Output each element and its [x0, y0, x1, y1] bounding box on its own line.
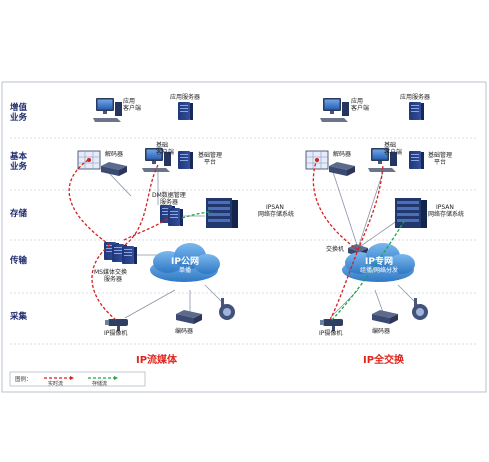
- right-cloud-icon: [342, 243, 415, 282]
- cloud-title: IP专网: [365, 257, 393, 267]
- row-label-basic: 基本 业务: [10, 152, 27, 172]
- realtime-flows: [68, 159, 384, 321]
- storage-flows: [181, 211, 406, 321]
- label-line: 网络存储系统: [258, 211, 295, 218]
- left-basic-client-label: 基础 客户端: [156, 142, 174, 156]
- right-basic-mgmt-label: 基础管理 平台: [428, 152, 452, 166]
- label-line: DM数据管理: [152, 192, 186, 199]
- left-encoder-label: 编码器: [175, 328, 194, 335]
- right-caption: IP全交换: [363, 355, 405, 366]
- row-label-storage: 存储: [10, 209, 28, 219]
- legend-realtime-label: 实时流: [48, 381, 64, 387]
- label-line: 网络存储系统: [428, 211, 465, 218]
- row-label-line: 基本: [10, 152, 28, 162]
- left-decoder-label: 解码器: [105, 151, 124, 158]
- legend-storage-label: 存储流: [92, 381, 108, 387]
- tier-separators: [10, 137, 478, 345]
- legend-title: 图例：: [15, 377, 32, 383]
- right-camera-label: IP摄像机: [319, 330, 343, 337]
- left-caption: IP流媒体: [136, 355, 178, 366]
- right-decoder-label: 解码器: [333, 151, 352, 158]
- label-line: 服务器: [160, 199, 179, 206]
- diagram-frame: [1, 81, 487, 393]
- left-ms-server-label: MS媒体交换 服务器: [94, 269, 127, 283]
- row-label-acquisition: 采集: [10, 312, 28, 322]
- right-switch-label: 交换机: [326, 246, 345, 253]
- label-line: MS媒体交换: [94, 269, 127, 276]
- left-basic-mgmt-server-icon: [178, 151, 193, 169]
- left-camera-label: IP摄像机: [104, 330, 128, 337]
- left-dm-server-label: DM数据管理 服务器: [152, 192, 186, 206]
- left-cloud-label: IP公网 单播: [163, 257, 207, 275]
- legend-box: [9, 371, 146, 387]
- label-line: 客户端: [156, 149, 175, 156]
- left-app-server-icon: [178, 102, 193, 120]
- cloud-title: IP公网: [171, 257, 199, 267]
- right-app-client-label: 应用 客户端: [351, 98, 369, 112]
- right-basic-client-label: 基础 客户端: [384, 142, 402, 156]
- left-ipsan-label: IPSAN 网络存储系统: [258, 204, 294, 218]
- cloud-subtitle: 单播: [178, 267, 191, 274]
- left-cloud-icon: [150, 243, 220, 282]
- label-line: 应用: [351, 98, 364, 105]
- right-decoder-screen-icon: [305, 150, 329, 170]
- label-line: 客户端: [351, 105, 370, 112]
- right-ipsan-label: IPSAN 网络存储系统: [428, 204, 464, 218]
- right-cloud-label: IP专网 组播/网络分发: [350, 257, 408, 275]
- row-label-transmission: 传输: [10, 256, 28, 266]
- label-line: 基础: [384, 142, 397, 149]
- label-line: IPSAN: [266, 204, 284, 211]
- left-decoder-screen-icon: [77, 150, 101, 170]
- row-label-line: 增值: [10, 103, 28, 113]
- label-line: 应用: [123, 98, 136, 105]
- left-app-client-label: 应用 客户端: [123, 98, 141, 112]
- row-label-line: 业务: [10, 113, 28, 123]
- label-line: 客户端: [123, 105, 142, 112]
- left-basic-mgmt-label: 基础管理 平台: [198, 152, 222, 166]
- label-line: 平台: [204, 159, 217, 166]
- left-ipsan-rack-icon: [206, 198, 238, 228]
- cloud-subtitle: 组播/网络分发: [359, 267, 399, 274]
- right-basic-mgmt-server-icon: [409, 151, 424, 169]
- right-app-server-icon: [409, 102, 424, 120]
- label-line: IPSAN: [436, 204, 454, 211]
- right-ipsan-rack-icon: [395, 198, 427, 228]
- label-line: 基础: [156, 142, 169, 149]
- label-line: 基础管理: [198, 152, 223, 159]
- label-line: 基础管理: [428, 152, 453, 159]
- label-line: 服务器: [104, 276, 123, 283]
- right-app-server-label: 应用服务器: [400, 94, 431, 101]
- label-line: 客户端: [384, 149, 403, 156]
- row-label-line: 业务: [10, 162, 28, 172]
- row-label-value-added: 增值 业务: [10, 103, 27, 123]
- left-app-server-label: 应用服务器: [170, 94, 201, 101]
- label-line: 平台: [434, 159, 447, 166]
- right-encoder-label: 编码器: [372, 328, 391, 335]
